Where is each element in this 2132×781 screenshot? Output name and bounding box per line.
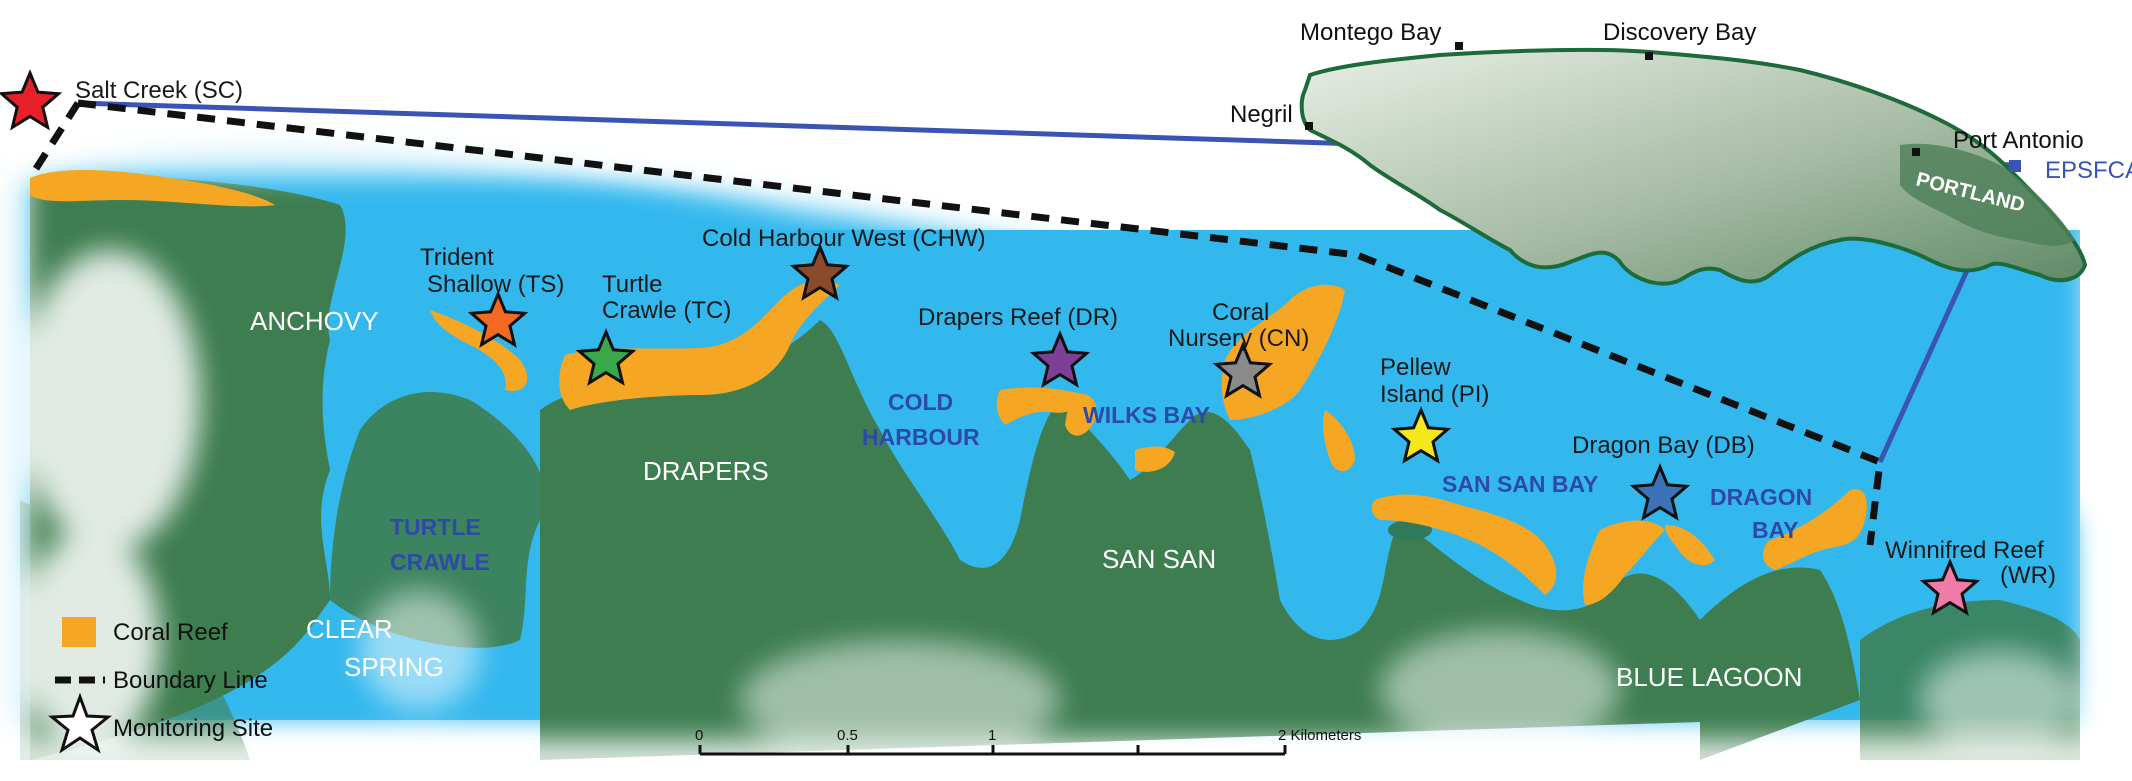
site-marker-ts <box>467 290 529 348</box>
portland-parish <box>1900 143 2075 246</box>
bay-harbour: HARBOUR <box>862 424 980 450</box>
reef-dragon-east <box>1763 489 1867 570</box>
bay-wilks: WILKS BAY <box>1083 402 1210 428</box>
label-ts-2: Shallow (TS) <box>427 271 564 298</box>
bay-crawle: CRAWLE <box>390 549 490 575</box>
legend-site-icon <box>48 692 112 754</box>
label-sc: Salt Creek (SC) <box>75 77 243 104</box>
coral-reefs <box>30 170 1867 605</box>
label-pi-2: Island (PI) <box>1380 381 1489 408</box>
montego-bay-marker <box>1455 42 1463 50</box>
town-drapers: DRAPERS <box>643 456 769 486</box>
bay-cold: COLD <box>888 389 953 415</box>
label-dr: Drapers Reef (DR) <box>918 304 1118 331</box>
scale-bar <box>698 745 1287 756</box>
label-wr-2: (WR) <box>2000 562 2056 589</box>
scale-tick-1: 1 <box>988 727 996 744</box>
label-tc-1: Turtle <box>602 271 662 298</box>
epsfca-marker <box>2009 160 2021 172</box>
site-marker-tc <box>575 328 637 386</box>
town-labels: ANCHOVY DRAPERS SAN SAN BLUE LAGOON CLEA… <box>250 306 1802 692</box>
town-blue-lagoon: BLUE LAGOON <box>1616 662 1802 692</box>
site-marker-sc <box>0 69 63 131</box>
legend: Coral Reef Boundary Line Monitoring Site <box>48 617 273 754</box>
bay-dragon: DRAGON <box>1710 484 1812 510</box>
bay-turtle: TURTLE <box>390 514 481 540</box>
reef-salt-creek <box>30 170 275 207</box>
town-spring: SPRING <box>344 652 444 682</box>
label-tc-2: Crawle (TC) <box>602 297 731 324</box>
label-wr-1: Winnifred Reef <box>1885 537 2044 564</box>
town-clear: CLEAR <box>306 614 393 644</box>
bay-dragon-2: BAY <box>1752 517 1798 543</box>
reef-wilks <box>1135 446 1175 472</box>
label-cn-1: Coral <box>1212 299 1269 326</box>
legend-boundary-label: Boundary Line <box>113 667 268 694</box>
negril-label: Negril <box>1230 101 1293 128</box>
town-anchovy: ANCHOVY <box>250 306 379 336</box>
label-db: Dragon Bay (DB) <box>1572 432 1755 459</box>
label-chw: Cold Harbour West (CHW) <box>702 225 986 252</box>
reef-trident <box>430 310 528 391</box>
town-san-san: SAN SAN <box>1102 544 1216 574</box>
site-marker-wr <box>1919 558 1981 616</box>
legend-reef-swatch <box>62 617 96 647</box>
legend-site-label: Monitoring Site <box>113 715 273 742</box>
label-pi-1: Pellew <box>1380 354 1451 381</box>
scale-tick-0: 0 <box>695 727 703 744</box>
label-ts-1: Trident <box>420 244 494 271</box>
epsfca-label: EPSFCA <box>2045 157 2132 184</box>
legend-reef-label: Coral Reef <box>113 619 228 646</box>
scale-tick-2km: 2 Kilometers <box>1278 727 1361 744</box>
reef-drapers2 <box>1065 393 1097 436</box>
montego-bay-label: Montego Bay <box>1300 19 1441 46</box>
jamaica-island <box>1299 47 2088 286</box>
negril-marker <box>1305 122 1313 130</box>
site-marker-chw <box>789 243 851 301</box>
port-antonio-label: Port Antonio <box>1953 127 2084 154</box>
bay-san-san: SAN SAN BAY <box>1442 471 1598 497</box>
site-marker-cn <box>1212 341 1274 399</box>
scale-tick-05: 0.5 <box>837 727 858 744</box>
reef-turtle-crawle <box>559 280 840 410</box>
monitoring-sites <box>0 69 1981 616</box>
reef-drapers <box>996 387 1085 425</box>
reef-san-san <box>1371 494 1557 595</box>
site-labels: Salt Creek (SC) Trident Shallow (TS) Tur… <box>75 77 2056 589</box>
reef-dragon-west <box>1583 520 1665 605</box>
jamaica-inset: PORTLAND Montego Bay Discovery Bay Negri… <box>1230 19 2132 286</box>
site-marker-pi <box>1390 406 1452 464</box>
reef-dragon-mid <box>1665 525 1715 566</box>
bay-labels: TURTLE CRAWLE COLD HARBOUR WILKS BAY SAN… <box>390 389 1812 575</box>
site-marker-dr <box>1029 330 1091 388</box>
site-marker-db <box>1629 463 1691 521</box>
discovery-bay-label: Discovery Bay <box>1603 19 1756 46</box>
port-antonio-marker <box>1912 148 1920 156</box>
label-cn-2: Nursery (CN) <box>1168 325 1309 352</box>
discovery-bay-marker <box>1645 52 1653 60</box>
boundary-line <box>27 99 1884 546</box>
reef-cn-spur <box>1322 410 1355 472</box>
